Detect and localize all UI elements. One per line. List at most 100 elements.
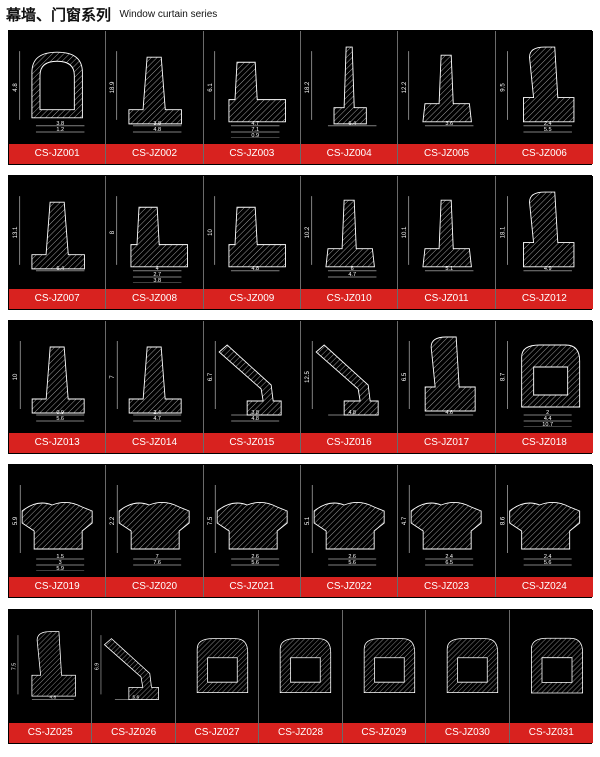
gasket-section [228,61,286,123]
product-code: CS-JZ031 [509,723,593,743]
dimension-label: 6.5 [446,560,454,566]
page-title: 幕墙、门窗系列 [6,6,112,24]
product-code: CS-JZ024 [495,577,593,597]
gasket-profile: 12.23.6 [402,51,474,127]
product-code: CS-JZ018 [495,433,593,453]
gasket-profile: 72.44.7 [110,341,182,422]
dimension-label: 5.6 [251,560,259,566]
gasket-profile: 7.5 2.65.6 [208,485,288,566]
dimension-label: 8.6 [500,516,506,525]
profile-drawing [345,616,423,717]
dimension-label: 7 [110,375,116,379]
gasket-profile [196,638,248,694]
gasket-section [522,191,575,268]
dimension-label: 6 [351,266,354,272]
dimension-label: 7 [156,554,159,560]
dimension-label: 13.1 [13,226,19,238]
dimension-label: 12.2 [402,81,408,93]
gasket-section [422,199,473,268]
gasket-section [21,502,93,550]
product-code: CS-JZ019 [9,577,106,597]
dimension-label: 5.9 [13,516,19,525]
gasket-section [411,502,482,550]
gasket-profile: 8.724.410.7 [500,341,580,427]
dimension-label: 4.8 [348,410,356,416]
dimension-label: 2.6 [251,554,259,560]
product-card: CS-JZ031 [509,610,593,743]
gasket-section [530,637,583,694]
gasket-section [363,638,415,694]
product-code: CS-JZ029 [342,723,426,743]
product-code: CS-JZ006 [495,144,593,164]
gasket-section [196,638,248,694]
gasket-profile: 100.95.6 [13,341,85,422]
product-code: CS-JZ015 [203,433,300,453]
gasket-section [313,502,385,550]
profile-drawing [428,616,506,717]
dimension-label: 2 [546,410,549,416]
dimension-label: 5.1 [305,516,311,525]
profile-drawing [178,616,256,717]
page-header: 幕墙、门窗系列 Window curtain series [6,4,217,26]
dimension-label: 8 [110,230,116,234]
dimension-label: 10.7 [542,422,553,427]
dimension-label: 18.2 [305,81,311,93]
dimension-label: 0.9 [251,133,259,138]
product-code: CS-JZ011 [398,289,495,309]
product-code: CS-JZ016 [301,433,398,453]
gasket-section [425,336,476,412]
gasket-profile: 6.73.84.8 [208,341,282,422]
profile-drawing: 18.2 6.4 [303,37,395,138]
dimension-label: 5.5 [543,127,551,133]
gasket-section [130,206,189,268]
dimension-label: 2.2 [110,516,116,525]
dimension-label: 4.7 [154,416,162,422]
product-code: CS-JZ025 [9,723,92,743]
dimension-label: 4.7 [251,121,259,127]
dimension-label: 2.4 [543,121,551,127]
product-code: CS-JZ027 [175,723,259,743]
dimension-label: 3.8 [154,121,162,127]
dimension-label: 5.6 [543,560,551,566]
dimension-label: 7.5 [208,516,214,525]
dimension-label: 18.1 [500,226,506,238]
dimension-label: 6.4 [348,121,356,127]
gasket-profile: 9.52.45.5 [500,46,575,133]
gasket-profile: 13.16.4 [13,196,85,272]
dimension-label: 4.8 [251,266,259,272]
gasket-profile: 18.14.9 [500,191,575,272]
gasket-profile: 18.93.84.8 [110,51,183,133]
dimension-label: 1.5 [56,554,64,560]
gasket-section [216,502,288,550]
gasket-profile: 6.95.6 [95,635,160,701]
gasket-section [104,638,160,701]
product-code: CS-JZ017 [398,433,495,453]
gasket-profile [530,637,583,694]
dimension-label: 0.9 [56,410,64,416]
dimension-label: 1.2 [56,127,64,133]
dimension-label: 4.8 [13,83,19,92]
